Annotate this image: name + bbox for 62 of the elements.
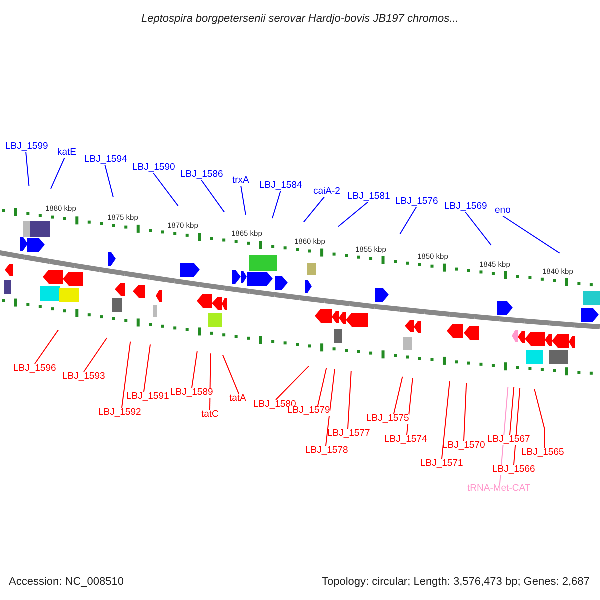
gene-label: LBJ_1590: [132, 163, 176, 172]
gene-label: caiA-2: [314, 187, 340, 196]
gene-label: katE: [58, 148, 77, 158]
gene-label: LBJ_1581: [348, 192, 390, 202]
gene-label: LBJ_1569: [444, 202, 488, 212]
leader-line: [222, 354, 240, 394]
gene-label: LBJ_1578: [306, 446, 348, 456]
gene-label: LBJ_1594: [84, 155, 128, 164]
gene-label: LBJ_1566: [492, 465, 536, 474]
gene-label: LBJ_1577: [328, 429, 370, 438]
leader-line: [514, 388, 521, 466]
leader-line: [303, 196, 326, 223]
gene-label: eno: [495, 206, 511, 216]
leader-line: [464, 211, 492, 246]
leader-line: [104, 164, 114, 198]
leader-line: [26, 151, 30, 186]
leader-line: [210, 353, 212, 410]
gene-label: tatC: [202, 410, 219, 420]
leader-line: [144, 344, 151, 392]
leader-line: [534, 388, 546, 448]
leader-line: [464, 382, 468, 442]
leader-line: [50, 157, 66, 190]
gene-label: LBJ_1571: [420, 459, 464, 468]
leader-line: [338, 201, 370, 228]
leader-line: [400, 206, 418, 235]
gene-label: LBJ_1570: [442, 441, 486, 450]
gene-label: tatA: [230, 394, 246, 404]
gene-label: trxA: [232, 176, 250, 186]
gene-label: LBJ_1596: [14, 364, 56, 374]
gene-label: LBJ_1591: [126, 392, 170, 402]
gene-label: LBJ_1576: [396, 197, 438, 206]
gene-label: LBJ_1574: [384, 435, 428, 444]
gene-label: LBJ_1567: [488, 435, 530, 444]
leader-line: [240, 185, 246, 216]
leader-line: [122, 341, 132, 408]
leader-line: [276, 366, 310, 400]
gene-label: LBJ_1592: [98, 408, 142, 418]
leader-line: [318, 368, 328, 406]
accession-note: Accession: NC_008510: [9, 576, 124, 588]
leader-line: [510, 386, 515, 436]
leader-line: [326, 369, 336, 446]
map-title: Leptospira borgpetersenii serovar Hardjo-bovis JB197 chromos...: [142, 14, 459, 24]
leader-line: [272, 190, 282, 219]
leader-line: [34, 330, 59, 364]
leader-line: [192, 351, 198, 388]
leader-line: [406, 378, 414, 436]
leader-line: [84, 338, 108, 372]
gene-label: LBJ_1584: [260, 181, 302, 190]
gene-label: LBJ_1586: [180, 170, 224, 180]
leader-line: [152, 172, 179, 207]
leader-line: [442, 381, 450, 460]
gene-label: LBJ_1599: [6, 142, 48, 152]
leader-line: [502, 215, 560, 254]
leader-line: [394, 376, 404, 414]
leader-line: [200, 179, 225, 213]
gene-label: LBJ_1589: [170, 388, 214, 398]
gene-label: LBJ_1593: [62, 372, 106, 382]
gene-label: LBJ_1575: [366, 414, 410, 424]
gene-label: LBJ_1565: [522, 448, 564, 458]
leader-line: [348, 370, 352, 430]
gene-label: tRNA-Met-CAT: [468, 484, 531, 494]
genome-summary: Topology: circular; Length: 3,576,473 bp; Genes: 2,687: [322, 576, 590, 588]
